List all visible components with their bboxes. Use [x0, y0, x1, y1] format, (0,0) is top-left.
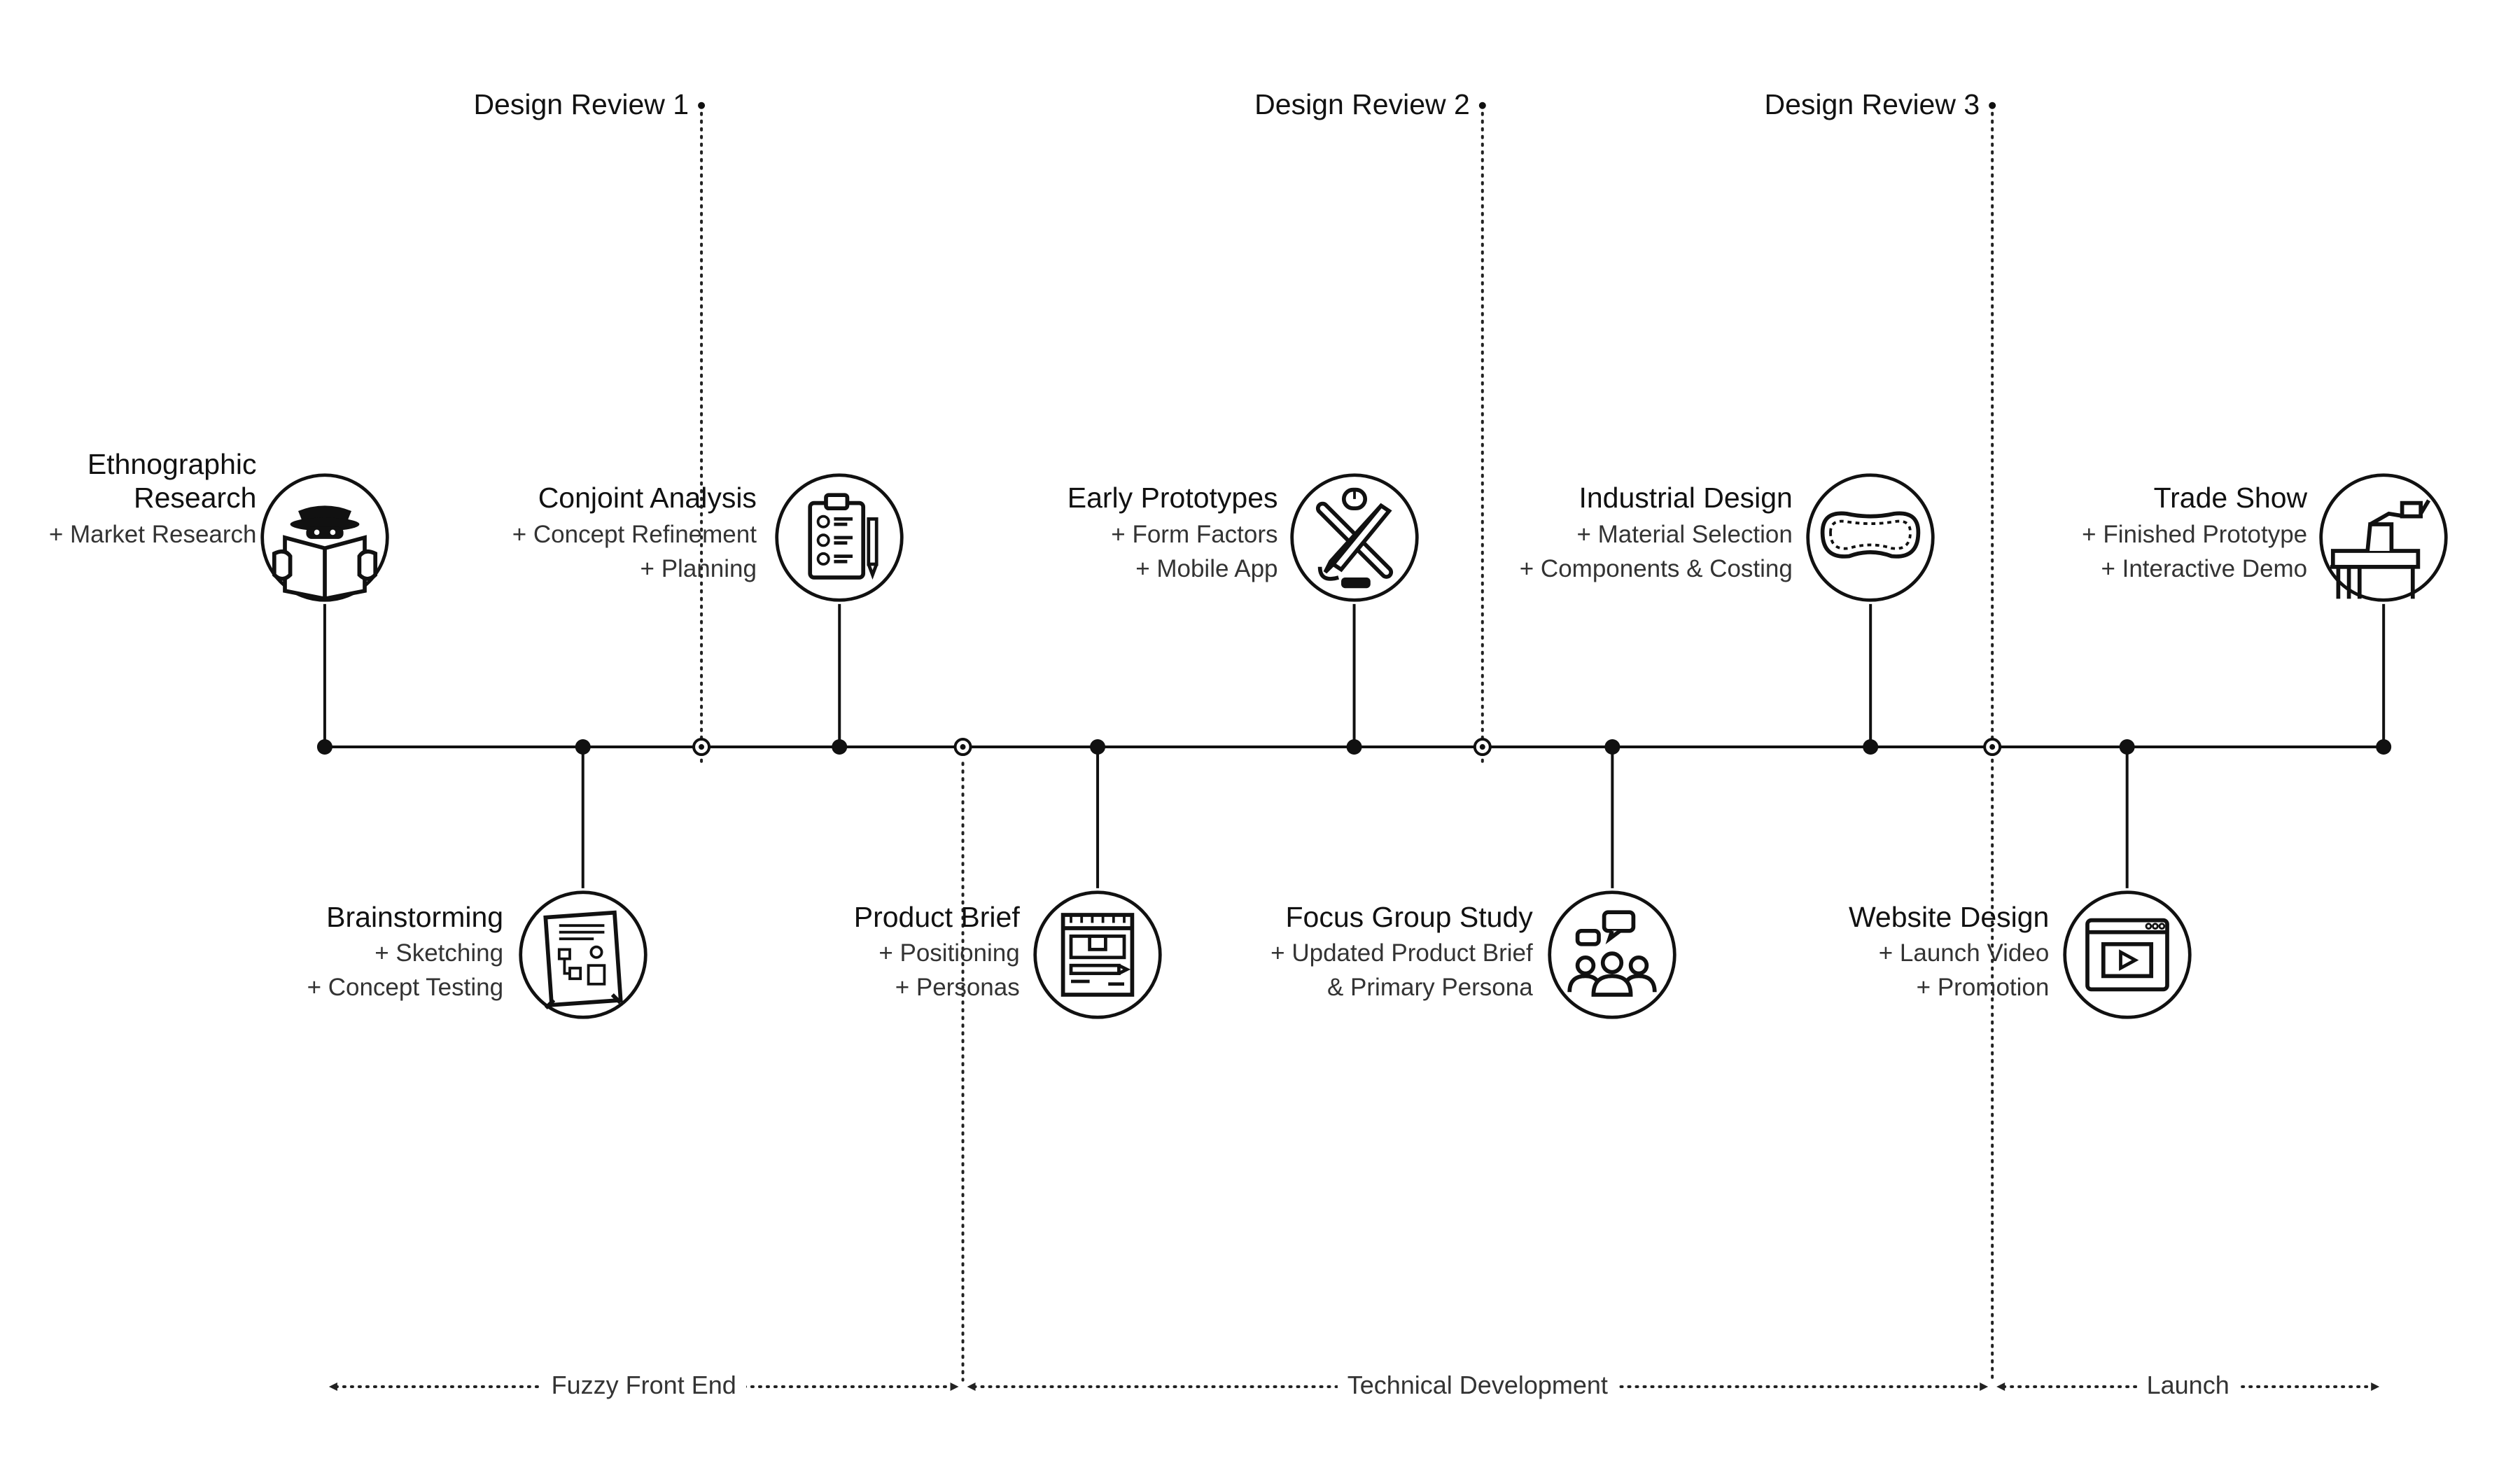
milestone-label: Industrial Design + Material Selection + C… [1520, 484, 1793, 586]
phase-label: Launch [2136, 1372, 2239, 1398]
browser-video-icon [2062, 890, 2192, 1019]
milestone-icon-frame [258, 471, 391, 604]
milestone-detail: + Launch Video [1878, 939, 2050, 967]
milestone-detail: + Market Research [48, 520, 257, 548]
review-top-dot [1989, 102, 1996, 109]
milestone-icon-frame [1288, 471, 1421, 604]
milestone-icon-frame [1546, 888, 1679, 1021]
milestone-detail: + Promotion [1916, 974, 2050, 1002]
spy-reading-newspaper-icon [260, 473, 389, 602]
milestone-title: Website Design [1848, 900, 2050, 933]
milestone-detail: & Primary Persona [1326, 974, 1533, 1002]
milestone-icon-frame [2317, 471, 2450, 604]
milestone-title: Focus Group Study [1285, 900, 1533, 933]
phase-arrow-right [950, 1382, 959, 1391]
milestone-label: Focus Group Study + Updated Product Brief… [1270, 900, 1533, 1005]
milestone-dot [1863, 739, 1879, 755]
milestone-title: Ethnographic [87, 447, 257, 480]
review-marker-center [699, 744, 705, 750]
milestone-dot [2119, 739, 2135, 755]
milestone-detail: + Interactive Demo [2101, 554, 2308, 582]
review-marker-center [1989, 744, 1996, 750]
phase-arrow-left [967, 1382, 976, 1391]
milestone-title: Conjoint Analysis [538, 482, 757, 514]
review-marker-center [1479, 744, 1485, 750]
milestone-detail: + Concept Refinement [512, 520, 757, 548]
milestone-label: Conjoint Analysis + Concept Refinement + P… [512, 484, 757, 586]
review-top-dot [1478, 102, 1486, 109]
milestone-dot [316, 739, 332, 755]
milestone-icon-frame [773, 471, 906, 604]
milestone-icon-frame [517, 888, 650, 1021]
design-review-label: Design Review 3 [1764, 88, 1980, 120]
milestone-title: Research [134, 482, 257, 514]
milestone-title: Early Prototypes [1067, 482, 1278, 514]
milestone-detail: + Updated Product Brief [1270, 939, 1533, 967]
phase-arrow-right [2371, 1382, 2380, 1391]
milestone-dot [575, 739, 591, 755]
focus-group-people-icon [1548, 890, 1677, 1019]
phase-label: Technical Development [1337, 1372, 1618, 1398]
milestone-detail: + Mobile App [1135, 554, 1278, 582]
product-brief-blueprint-icon [1033, 890, 1162, 1019]
milestone-icon-frame [2061, 888, 2194, 1021]
milestone-detail: + Concept Testing [307, 974, 504, 1002]
milestone-title: Product Brief [853, 900, 1020, 933]
milestone-detail: + Planning [640, 554, 757, 582]
milestone-detail: + Positioning [878, 939, 1020, 967]
sleep-mask-icon [1806, 473, 1935, 602]
phase-arrow-right [1980, 1382, 1989, 1391]
clipboard-checklist-icon [775, 473, 904, 602]
milestone-dot [1604, 739, 1620, 755]
milestone-label: Website Design + Launch Video + Promotion [1848, 900, 2050, 1005]
review-top-dot [698, 102, 706, 109]
milestone-detail: + Personas [895, 974, 1020, 1002]
milestone-dot [1346, 739, 1362, 755]
milestone-dot [832, 739, 848, 755]
milestone-detail: + Sketching [374, 939, 504, 967]
milestone-title: Trade Show [2153, 482, 2308, 514]
milestone-dot [2376, 739, 2392, 755]
design-review-label: Design Review 2 [1254, 88, 1470, 120]
milestone-label: Trade Show + Finished Prototype + Interact… [2082, 484, 2307, 586]
design-review-label: Design Review 1 [473, 88, 690, 120]
review-marker-center [960, 744, 966, 750]
phase-arrow-left [1996, 1382, 2005, 1391]
milestone-detail: + Form Factors [1111, 520, 1278, 548]
milestone-label: Product Brief + Positioning + Personas [853, 900, 1020, 1005]
phase-label: Fuzzy Front End [541, 1372, 746, 1398]
flowchart-board-icon [519, 890, 648, 1019]
milestone-dot [1090, 739, 1106, 755]
milestone-label: Early Prototypes + Form Factors + Mobile A… [1068, 484, 1278, 586]
milestone-label: Brainstorming + Sketching + Concept Testin… [307, 900, 504, 1005]
tools-pencil-wrench-icon [1289, 473, 1419, 602]
milestone-icon-frame [1031, 888, 1164, 1021]
milestone-detail: + Components & Costing [1519, 554, 1793, 582]
milestone-detail: + Finished Prototype [2082, 520, 2308, 548]
milestone-title: Industrial Design [1578, 482, 1793, 514]
milestone-detail: + Material Selection [1576, 520, 1793, 548]
trade-show-booth-icon [2319, 473, 2448, 602]
milestone-icon-frame [1804, 471, 1937, 604]
phase-arrow-left [328, 1382, 337, 1391]
milestone-title: Brainstorming [326, 900, 504, 933]
